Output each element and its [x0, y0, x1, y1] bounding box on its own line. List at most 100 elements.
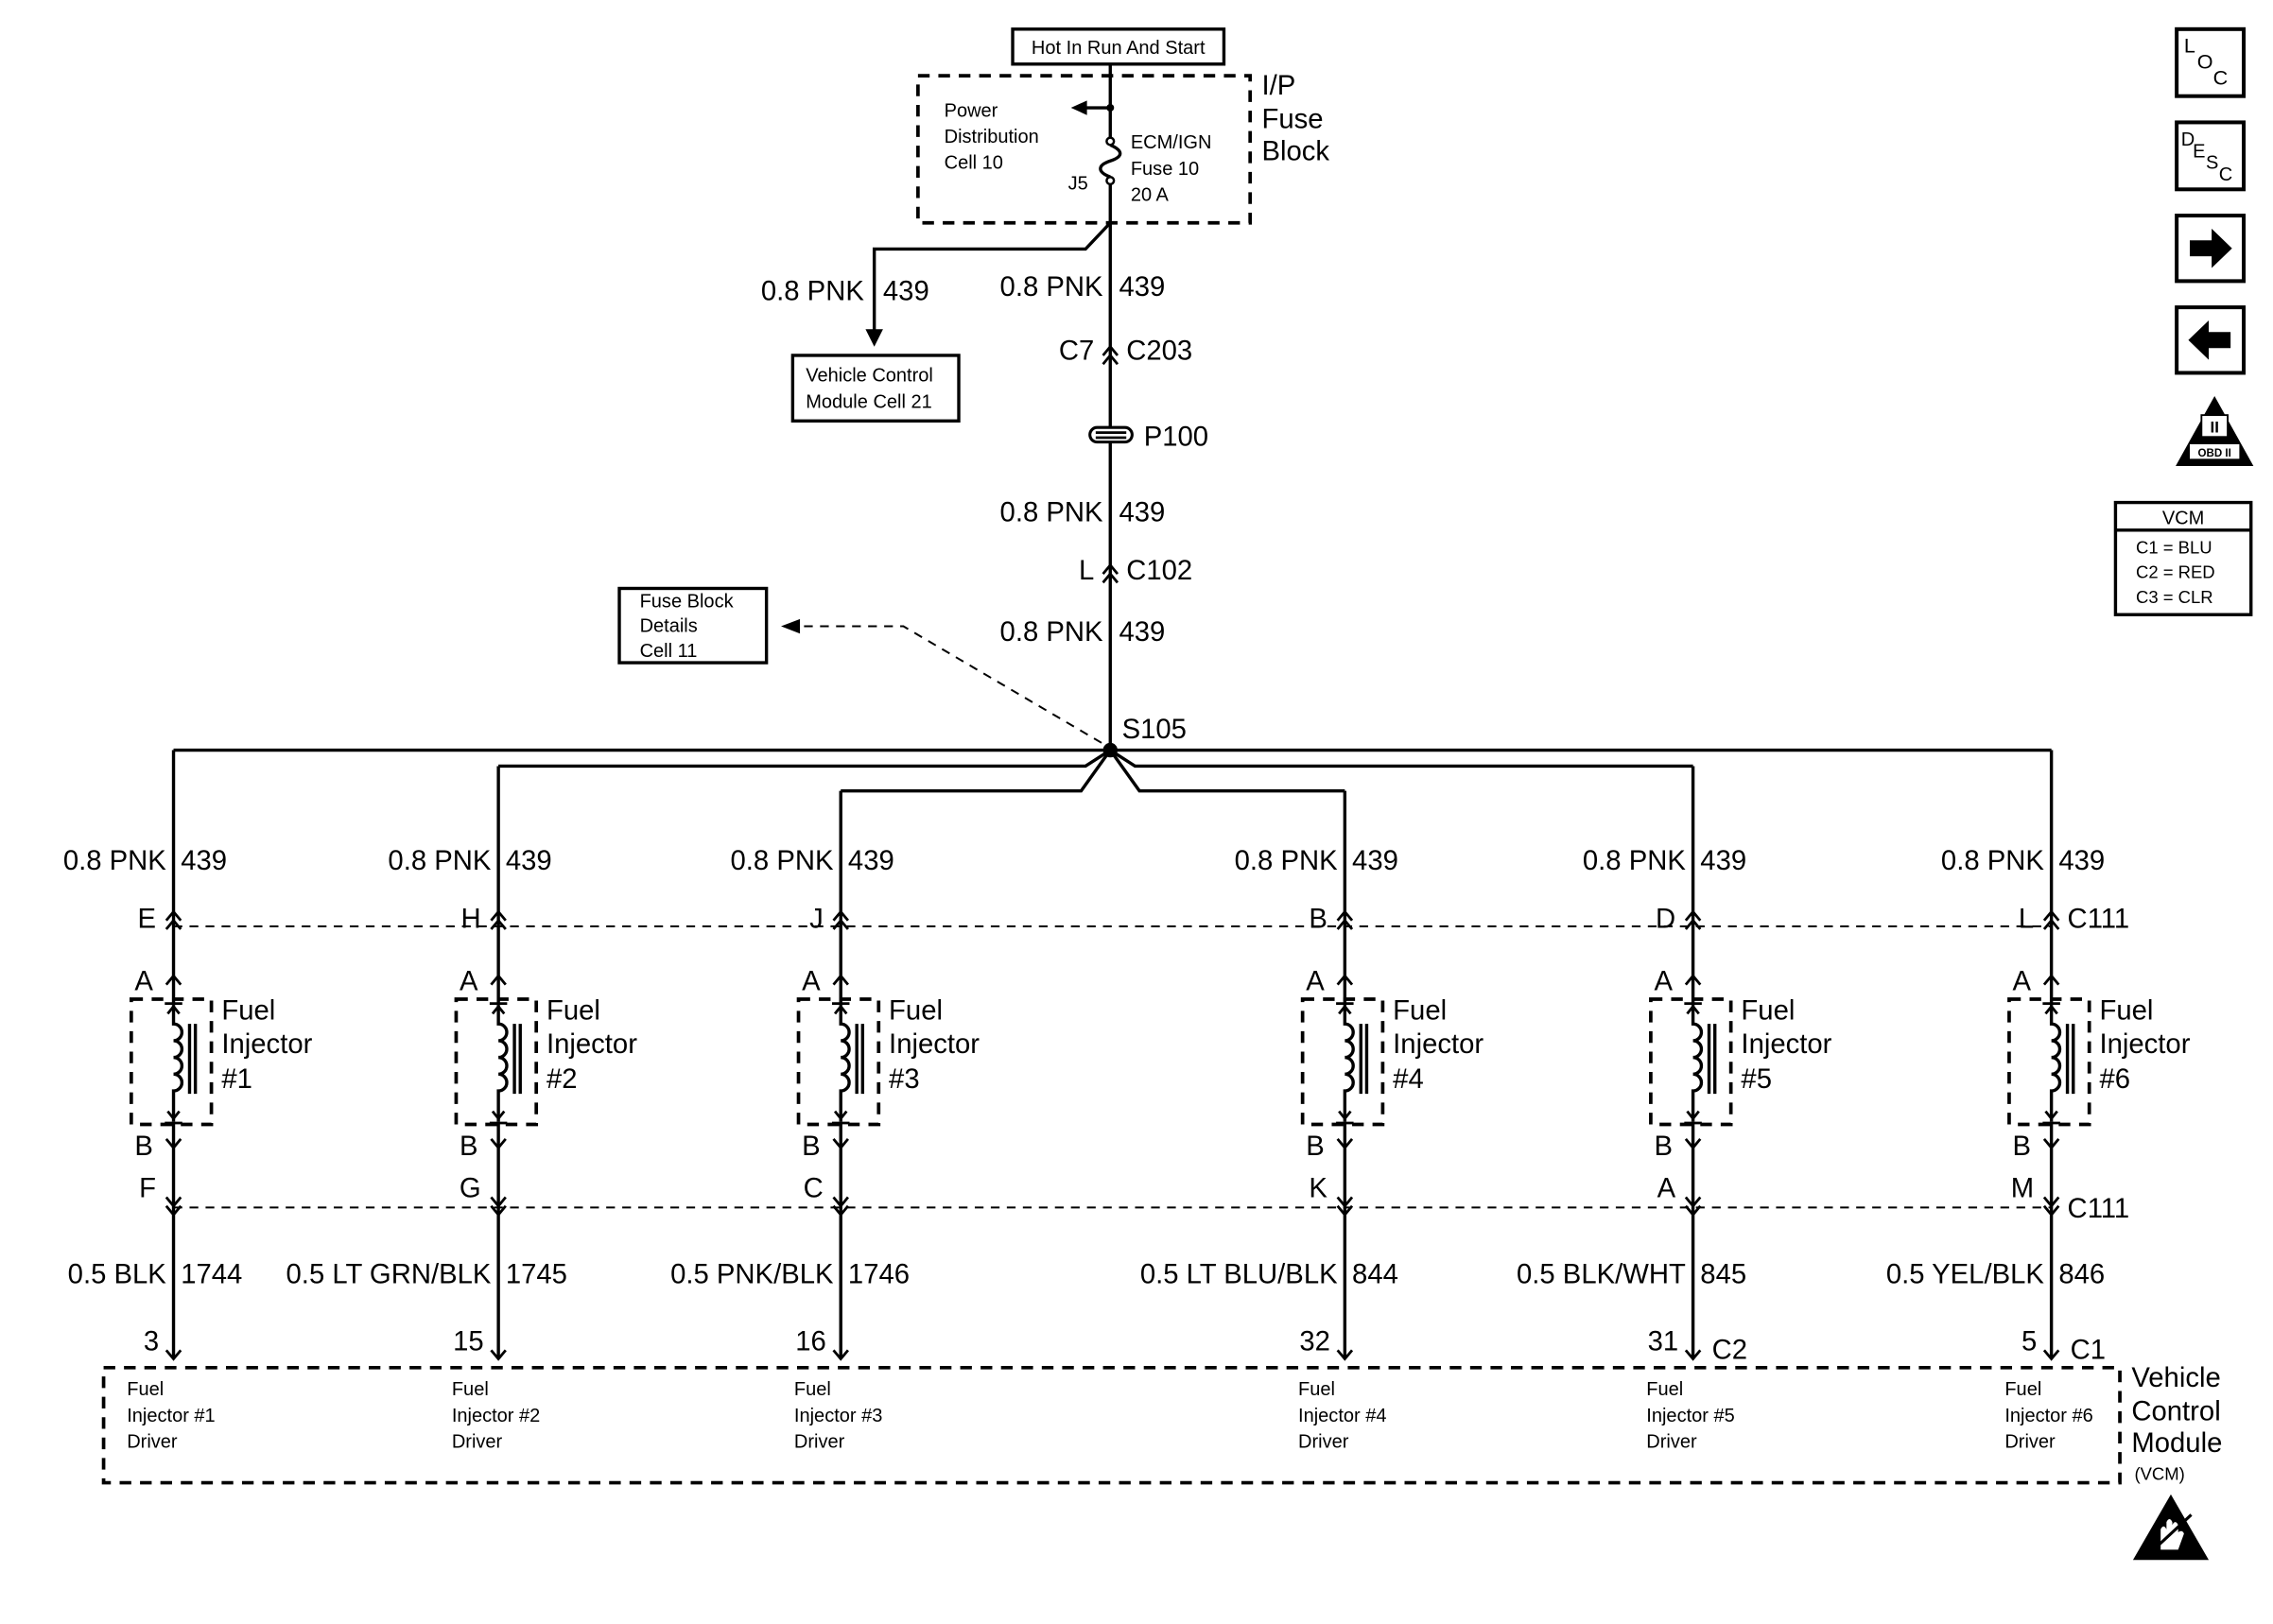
feed-circuit-number: 439 — [1700, 846, 1746, 876]
injector-component-outline — [454, 997, 539, 1127]
obd-ii-label-band[interactable] — [2190, 443, 2240, 459]
injector-name-line-2: Injector — [2099, 1029, 2190, 1060]
vcm-connector-legend: VCM C1 = BLU C2 = RED C3 = CLR — [2113, 500, 2253, 616]
fuse-terminal-top — [1105, 136, 1116, 147]
injector-name-line-2: Injector — [547, 1029, 637, 1060]
c111-control-connector-symbol — [2042, 1196, 2060, 1218]
driver-label-line-3: Driver — [794, 1432, 845, 1453]
injector-coil-icon — [2049, 1005, 2062, 1122]
fuse-block-details-line-3[interactable]: Cell 11 — [640, 641, 698, 662]
injector-coil-icon — [171, 1005, 184, 1122]
obd-ii-button[interactable]: II OBD II — [2176, 396, 2254, 467]
driver-label-line-1: Fuel — [452, 1379, 489, 1400]
injector-columns: 0.8 PNK 439 E A Fuel Injector #1 B F 0.5… — [63, 750, 2191, 1453]
obd-ii-roman-box[interactable] — [2200, 414, 2229, 439]
injector-name-line-1: Fuel — [221, 996, 275, 1027]
main-feed-circuit-number: 439 — [1119, 617, 1166, 648]
terminal-b-label: B — [802, 1132, 821, 1162]
fuse-name-line-3: 20 A — [1131, 185, 1170, 206]
fuse-block-details-link-box[interactable] — [617, 586, 769, 665]
driver-label-line-1: Fuel — [794, 1379, 831, 1400]
terminal-a-symbol — [832, 974, 849, 986]
location-button-frame[interactable] — [2175, 26, 2247, 98]
c203-connector-symbol — [1102, 344, 1119, 366]
fuse-terminal-bottom — [1105, 175, 1116, 186]
injector-name-line-1: Fuel — [547, 996, 600, 1027]
feed-wire-color-label: 0.8 PNK — [63, 846, 166, 876]
injector-name-line-3: #6 — [2099, 1064, 2130, 1095]
injector-name-line-2: Injector — [1393, 1029, 1484, 1060]
location-letter-3[interactable]: C — [2213, 65, 2229, 89]
driver-label-line-1: Fuel — [1646, 1379, 1683, 1400]
driver-label-line-2: Injector #4 — [1298, 1406, 1386, 1426]
control-wire-color-label: 0.5 BLK — [68, 1259, 167, 1289]
esd-slash — [2149, 1513, 2193, 1554]
power-distribution-line-1: Power — [945, 100, 998, 121]
description-letter-2[interactable]: E — [2193, 141, 2205, 162]
location-letter-2[interactable]: O — [2197, 49, 2213, 73]
terminal-a-label: A — [802, 967, 821, 997]
left-arrow-icon[interactable] — [2188, 320, 2231, 360]
c111-feed-connector-symbol — [165, 909, 182, 930]
c111-control-connector-symbol — [832, 1196, 849, 1218]
c111-control-pin-label: A — [1657, 1174, 1676, 1204]
ecm-ign-fuse-icon — [1099, 143, 1122, 179]
fuse-block-details-cell-11-link[interactable]: Fuse Block Details Cell 11 — [617, 586, 769, 665]
vcm-name-line-3: Module — [2131, 1428, 2222, 1459]
vcm-cell-21-link-box[interactable] — [790, 354, 961, 423]
vcm-cell-21-link[interactable]: Vehicle Control Module Cell 21 — [790, 354, 961, 423]
hot-in-run-and-start-box — [1011, 27, 1226, 66]
description-button-frame[interactable] — [2175, 120, 2247, 192]
injector-component-outline — [1300, 997, 1385, 1127]
injector-name-line-1: Fuel — [2099, 996, 2153, 1027]
c111-feed-pin-label: L — [2019, 904, 2034, 934]
previous-page-button[interactable] — [2175, 305, 2247, 375]
terminal-b-label: B — [1654, 1132, 1673, 1162]
control-circuit-number: 846 — [2058, 1259, 2105, 1289]
description-letter-3[interactable]: S — [2206, 153, 2218, 174]
injector-name-line-1: Fuel — [1741, 996, 1795, 1027]
vcm-pin-number: 15 — [453, 1326, 484, 1356]
vcm-connector-label: C1 — [2071, 1336, 2106, 1366]
vcm-cell-21-link-line-2[interactable]: Module Cell 21 — [806, 391, 932, 412]
location-button[interactable]: L O C — [2175, 26, 2247, 98]
obd-ii-label[interactable]: OBD II — [2198, 448, 2231, 459]
location-letter-1[interactable]: L — [2184, 33, 2195, 57]
feed-wire-color-label: 0.8 PNK — [1235, 846, 1338, 876]
vcm-cell-21-link-line-1[interactable]: Vehicle Control — [806, 366, 933, 387]
distribution-bus-right-3 — [1108, 749, 1345, 793]
fuse-block-terminal-label: J5 — [1068, 173, 1088, 194]
vcm-connector-label: C2 — [1712, 1336, 1747, 1366]
description-button[interactable]: D E S C — [2175, 120, 2247, 192]
injector-core-symbol — [2065, 1024, 2075, 1095]
next-page-button[interactable] — [2175, 214, 2247, 284]
fuse-block-details-line-2[interactable]: Details — [640, 616, 698, 637]
control-circuit-number: 844 — [1352, 1259, 1398, 1289]
vcm-pin-number: 16 — [795, 1326, 826, 1356]
hot-in-run-and-start-label: Hot In Run And Start — [1032, 38, 1206, 59]
driver-label-line-2: Injector #6 — [2004, 1406, 2092, 1426]
terminal-a-symbol — [2042, 974, 2060, 986]
feed-circuit-number: 439 — [2058, 846, 2105, 876]
obd-ii-roman-numeral[interactable]: II — [2210, 419, 2218, 437]
driver-label-line-3: Driver — [452, 1432, 503, 1453]
fuse-block-details-line-1[interactable]: Fuse Block — [640, 592, 735, 613]
injector-4-circuit: 0.8 PNK 439 B A Fuel Injector #4 B K 0.5… — [1140, 790, 1484, 1453]
injector-name-line-1: Fuel — [1393, 996, 1447, 1027]
right-arrow-icon[interactable] — [2190, 228, 2232, 268]
description-letter-4[interactable]: C — [2219, 164, 2232, 185]
main-feed-circuit-number: 439 — [1119, 272, 1166, 302]
terminal-a-label: A — [2013, 967, 2032, 997]
control-wire-color-label: 0.5 LT BLU/BLK — [1140, 1259, 1338, 1289]
description-letter-1[interactable]: D — [2181, 130, 2195, 150]
control-circuit-number: 845 — [1700, 1259, 1746, 1289]
feed-circuit-number: 439 — [506, 846, 552, 876]
driver-label-line-3: Driver — [1298, 1432, 1349, 1453]
vcm-abbreviation: (VCM) — [2134, 1463, 2184, 1483]
driver-label-line-2: Injector #2 — [452, 1406, 540, 1426]
vcm-pin-symbol — [490, 1349, 507, 1361]
control-circuit-number: 1745 — [506, 1259, 567, 1289]
fuse-block-name-line-3: Block — [1262, 136, 1330, 166]
terminal-a-label: A — [1654, 967, 1673, 997]
